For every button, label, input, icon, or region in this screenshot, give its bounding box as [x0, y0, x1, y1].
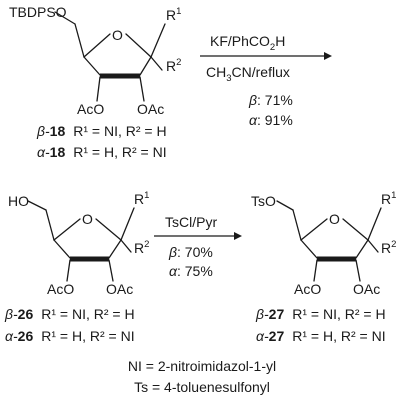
acetoxy-3-label: AcO [77, 101, 104, 117]
beta-yield-2: β: 70% [168, 244, 213, 260]
tosyloxy-label: TsO [251, 193, 276, 209]
compound-26-structure: HO O R1 R2 AcO OAc [8, 190, 149, 297]
r1-label: R1 [381, 190, 396, 207]
ring-oxygen-label: O [82, 211, 93, 227]
alpha-yield-1: α: 91% [249, 112, 293, 128]
hydroxyl-label: HO [8, 193, 29, 209]
r2-label: R2 [134, 239, 149, 256]
reaction-arrow-1: KF/PhCO2H CH3CN/reflux β: 71% α: 91% [200, 33, 332, 128]
compound-27-structure: TsO O R1 R2 AcO OAc [251, 190, 396, 297]
reaction-arrow-2: TsCl/Pyr β: 70% α: 75% [154, 214, 242, 279]
footnotes: NI = 2-nitroimidazol-1-yl Ts = 4-toluene… [128, 358, 276, 395]
acetoxy-2-label: OAc [137, 101, 164, 117]
beta-yield-1: β: 71% [248, 92, 293, 108]
acetoxy-3-label: AcO [47, 281, 74, 297]
reagent-tscl-label: TsCl/Pyr [165, 214, 217, 230]
ts-definition: Ts = 4-toluenesulfonyl [134, 379, 270, 395]
acetoxy-3-label: AcO [294, 281, 321, 297]
acetoxy-2-label: OAc [353, 281, 380, 297]
ring-oxygen-label: O [329, 211, 340, 227]
r2-label: R2 [166, 57, 181, 74]
protecting-group-label: TBDPSO [9, 4, 67, 20]
compound-18-structure: TBDPSO O R1 R2 AcO OAc [9, 4, 181, 117]
reagent-kf-label: KF/PhCO2H [210, 33, 285, 53]
acetoxy-2-label: OAc [106, 281, 133, 297]
r1-label: R1 [134, 190, 149, 207]
r2-label: R2 [381, 239, 396, 256]
solvent-label: CH3CN/reflux [206, 64, 290, 84]
alpha-yield-2: α: 75% [169, 263, 213, 279]
ring-oxygen-label: O [112, 27, 123, 43]
ni-definition: NI = 2-nitroimidazol-1-yl [128, 358, 276, 374]
r1-label: R1 [166, 6, 181, 23]
